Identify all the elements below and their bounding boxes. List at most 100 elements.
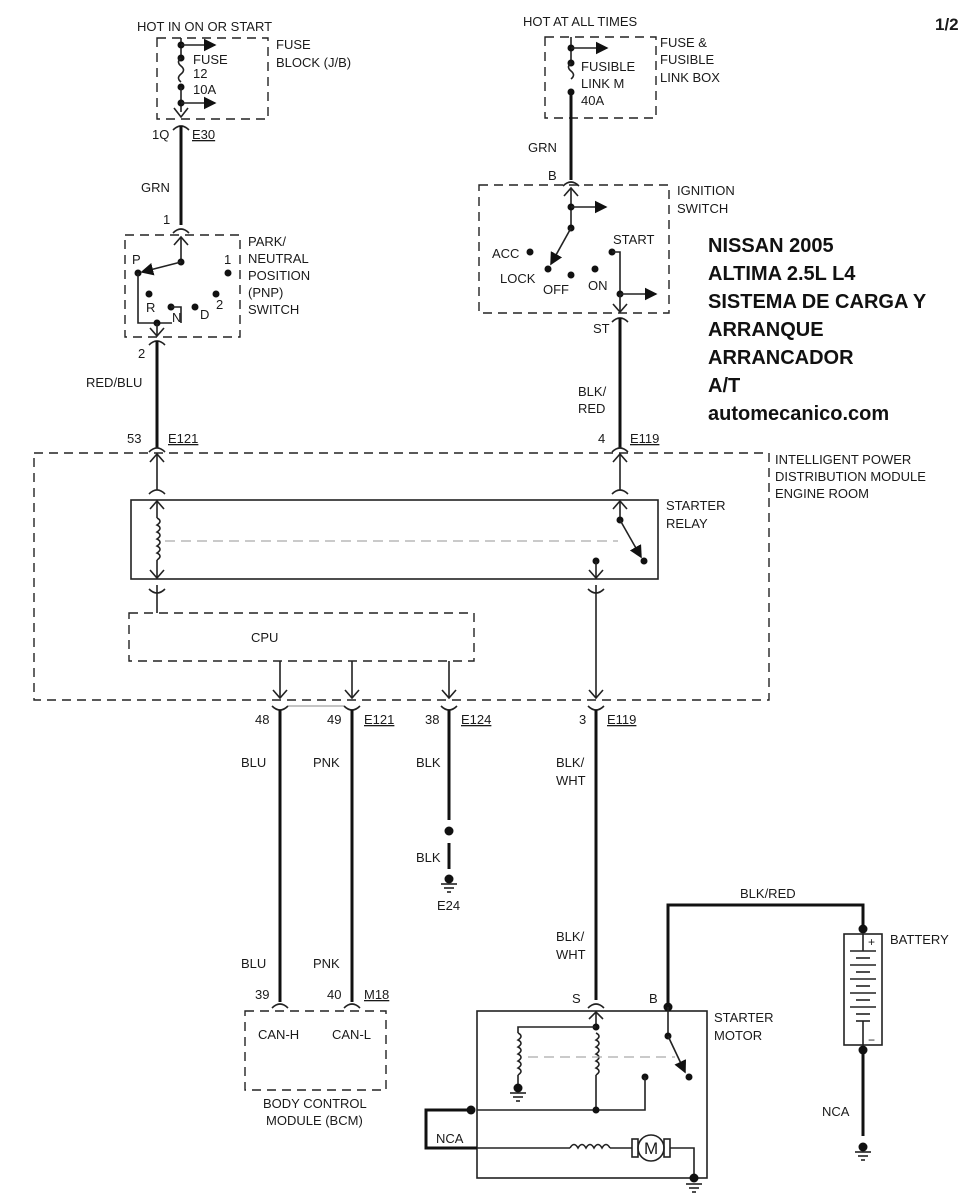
ipdm-name: DISTRIBUTION MODULE xyxy=(775,469,926,484)
connector-label: E124 xyxy=(461,712,491,727)
pin-label: B xyxy=(548,168,557,183)
wire-color: GRN xyxy=(141,180,170,195)
nca-label: NCA xyxy=(436,1131,464,1146)
field-coil-icon xyxy=(569,1143,611,1150)
page-number: 1/2 xyxy=(935,15,959,34)
starter-relay-box xyxy=(130,499,659,580)
battery-cable xyxy=(666,903,865,1007)
fuse-rating: 40A xyxy=(581,93,604,108)
bcm-outline xyxy=(244,1010,387,1091)
ipdm-outputs: 48 49 E121 38 E124 3 E119 BLU PNK BLK BL… xyxy=(241,705,636,1002)
ipdm-module: INTELLIGENT POWER DISTRIBUTION MODULE EN… xyxy=(33,452,926,701)
ipdm-name: ENGINE ROOM xyxy=(775,486,869,501)
wire-color: BLK/ xyxy=(556,755,585,770)
fuse-label: FUSIBLE xyxy=(581,59,636,74)
wire-color: GRN xyxy=(528,140,557,155)
starter-relay-name: RELAY xyxy=(666,516,708,531)
wire-color: NCA xyxy=(822,1104,850,1119)
connector-label: E121 xyxy=(168,431,198,446)
fuse-block: HOT IN ON OR START FUSE BLOCK (J/B) FUSE… xyxy=(137,19,351,225)
wire-color: BLU xyxy=(241,956,266,971)
title-line: automecanico.com xyxy=(708,403,889,425)
fuse-label: LINK M xyxy=(581,76,624,91)
pnp-switch-outline xyxy=(124,234,241,338)
wire-color: WHT xyxy=(556,947,586,962)
pin-label: 4 xyxy=(598,431,605,446)
fusible-link-box: HOT AT ALL TIMES FUSIBLE LINK M 40A FUSE… xyxy=(523,14,720,180)
wire-color: BLU xyxy=(241,755,266,770)
connector-label: M18 xyxy=(364,987,389,1002)
pnp-switch: 1 P 1 R N D 2 PARK/ NEUTRAL POSITION (PN… xyxy=(86,212,310,453)
ignition-switch-name: SWITCH xyxy=(677,201,728,216)
ground-icon xyxy=(855,1151,871,1161)
connector-label: E30 xyxy=(192,127,215,142)
battery: BLK/RED + − BATTERY NCA xyxy=(666,886,949,1161)
ground-icon xyxy=(441,883,457,893)
battery-cells-icon xyxy=(850,950,876,1022)
wire-color: BLK xyxy=(416,755,441,770)
title-block: NISSAN 2005 ALTIMA 2.5L L4 SISTEMA DE CA… xyxy=(708,235,927,425)
pin-label: 48 xyxy=(255,712,269,727)
starter-motor: S B STARTER MOTOR NCA xyxy=(424,991,773,1193)
position-1: 1 xyxy=(224,252,231,267)
bcm-name: MODULE (BCM) xyxy=(266,1113,363,1128)
cpu-label: CPU xyxy=(251,630,278,645)
pull-in-coil-icon xyxy=(594,1032,600,1076)
starter-relay-name: STARTER xyxy=(666,498,725,513)
ipdm-name: INTELLIGENT POWER xyxy=(775,452,911,467)
position-on: ON xyxy=(588,278,608,293)
can-h-label: CAN-H xyxy=(258,1027,299,1042)
bcm-name: BODY CONTROL xyxy=(263,1096,367,1111)
fuse-number: 12 xyxy=(193,66,207,81)
starter-motor-name: STARTER xyxy=(714,1010,773,1025)
wire-color: BLK/ xyxy=(556,929,585,944)
position-n: N xyxy=(172,310,181,325)
pin-label: ST xyxy=(593,321,610,336)
title-line: A/T xyxy=(708,375,740,397)
cable-color: BLK/RED xyxy=(740,886,796,901)
fuse-icon xyxy=(177,57,185,83)
ground-icon xyxy=(686,1183,702,1193)
fuse-block-name: FUSE xyxy=(276,37,311,52)
starter-motor-box xyxy=(476,1010,708,1179)
pnp-switch-name: SWITCH xyxy=(248,302,299,317)
fusible-link-box-name: FUSE & xyxy=(660,35,707,50)
wire-color: WHT xyxy=(556,773,586,788)
connector-label: E119 xyxy=(607,712,636,727)
pin-label: 3 xyxy=(579,712,586,727)
title-line: ARRANQUE xyxy=(708,319,824,341)
pnp-switch-name: PARK/ xyxy=(248,234,286,249)
pin-label: 1Q xyxy=(152,127,169,142)
fusible-link-icon xyxy=(567,62,575,80)
motor-label: M xyxy=(644,1139,658,1158)
body-control-module: BLU PNK 39 40 M18 CAN-H CAN-L BODY CONTR… xyxy=(241,956,389,1128)
pin-s-label: S xyxy=(572,991,581,1006)
fuse-rating: 10A xyxy=(193,82,216,97)
pin-label: 53 xyxy=(127,431,141,446)
title-line: SISTEMA DE CARGA Y xyxy=(708,291,927,313)
position-lock: LOCK xyxy=(500,271,536,286)
fuse-block-name: BLOCK (J/B) xyxy=(276,55,351,70)
position-d: D xyxy=(200,307,209,322)
ground-id: E24 xyxy=(437,898,460,913)
fuse-block-outline xyxy=(156,37,269,120)
wire-color: PNK xyxy=(313,755,340,770)
battery-plus: + xyxy=(868,935,875,949)
title-line: ARRANCADOR xyxy=(708,347,854,369)
pnp-switch-name: POSITION xyxy=(248,268,310,283)
pin-label: 49 xyxy=(327,712,341,727)
pnp-switch-name: NEUTRAL xyxy=(248,251,309,266)
pin-label: 2 xyxy=(138,346,145,361)
connector-label: E121 xyxy=(364,712,394,727)
starter-motor-name: MOTOR xyxy=(714,1028,762,1043)
fuse-label: FUSE xyxy=(193,52,228,67)
hold-in-coil-icon xyxy=(516,1032,522,1076)
can-l-label: CAN-L xyxy=(332,1027,371,1042)
title-line: ALTIMA 2.5L L4 xyxy=(708,263,856,285)
position-acc: ACC xyxy=(492,246,519,261)
wire-color: RED xyxy=(578,401,605,416)
pnp-switch-name: (PNP) xyxy=(248,285,283,300)
wire-color: PNK xyxy=(313,956,340,971)
relay-coil-icon xyxy=(155,517,161,561)
position-2: 2 xyxy=(216,297,223,312)
